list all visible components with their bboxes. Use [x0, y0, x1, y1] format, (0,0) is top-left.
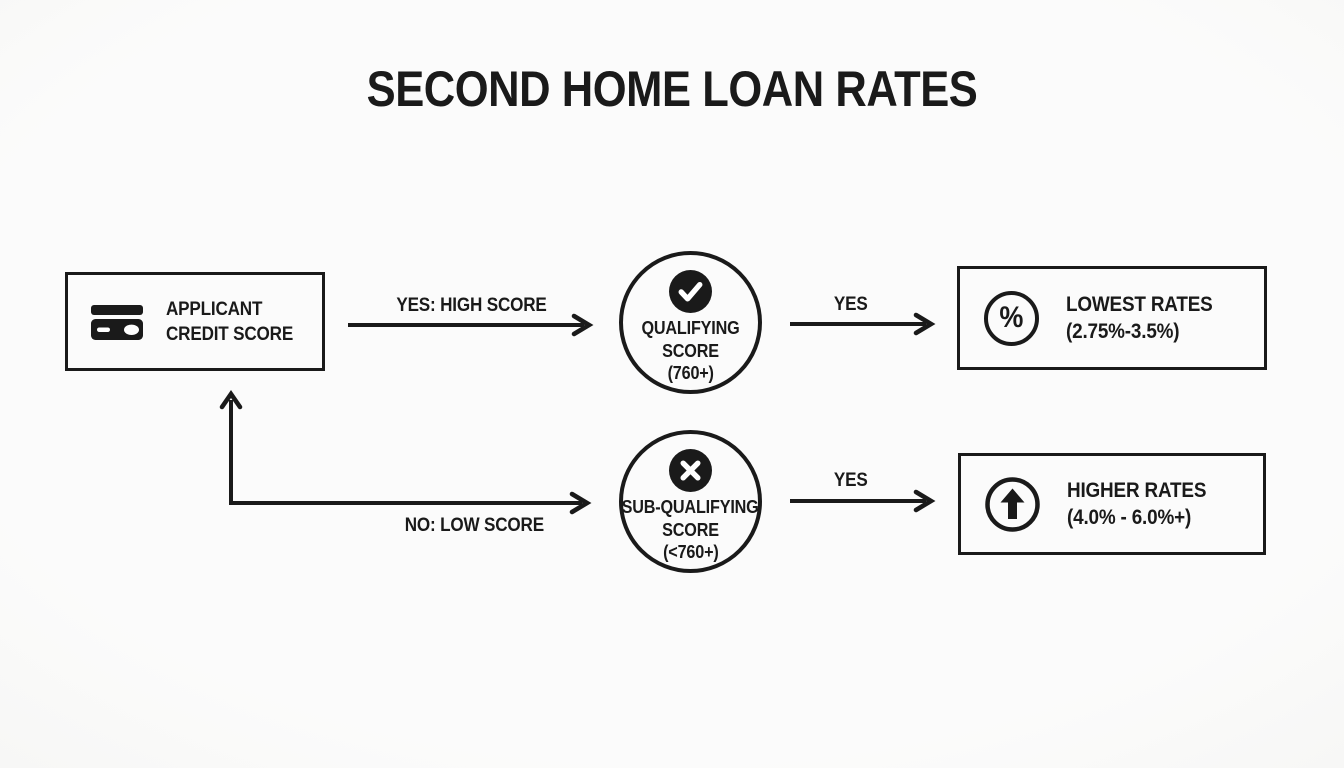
percent-circle-icon: % [984, 290, 1039, 346]
node-label-text: SCORE [662, 340, 719, 361]
node-applicant-credit-score: APPLICANT CREDIT SCORE [65, 272, 325, 371]
arrow-yes-bottom [790, 489, 936, 513]
node-label-line: SCORE [636, 340, 745, 363]
arrow-no-low-score [219, 389, 592, 515]
node-lowest-rates: % LOWEST RATES (2.75%-3.5%) [957, 266, 1267, 370]
node-label-text: (<760+) [662, 542, 719, 562]
node-label-text: CREDIT SCORE [166, 323, 294, 345]
arrow-yes-top [790, 312, 936, 336]
node-label-text: SUB-QUALIFYING [622, 497, 759, 517]
edge-label-yes-bottom: YES [780, 470, 922, 491]
node-label-line: APPLICANT [166, 297, 307, 322]
page-title: SECOND HOME LOAN RATES [0, 62, 1344, 116]
node-label-text: (4.0% - 6.0%+) [1067, 506, 1192, 529]
node-sub-qualifying-score: SUB-QUALIFYING SCORE (<760+) [619, 430, 762, 573]
node-label-line: LOWEST RATES [1066, 291, 1229, 319]
node-label-line: SCORE [614, 519, 766, 542]
edge-label-text: YES [834, 294, 868, 315]
node-label-text: LOWEST RATES [1066, 292, 1213, 316]
edge-label-text: YES: HIGH SCORE [395, 295, 547, 316]
node-label-text: (2.75%-3.5%) [1066, 320, 1180, 343]
edge-label-low-score: NO: LOW SCORE [351, 515, 597, 536]
page-title-text: SECOND HOME LOAN RATES [366, 61, 978, 117]
node-higher-rates: HIGHER RATES (4.0% - 6.0%+) [958, 453, 1266, 555]
node-qualifying-score: QUALIFYING SCORE (760+) [619, 251, 762, 394]
node-label-line: QUALIFYING [636, 317, 745, 340]
edge-label-high-score: YES: HIGH SCORE [348, 295, 594, 316]
edge-label-text: NO: LOW SCORE [404, 515, 544, 536]
node-label-line: SUB-QUALIFYING [614, 496, 766, 519]
node-label-line: (4.0% - 6.0%+) [1067, 504, 1222, 532]
check-circle-icon [669, 270, 712, 313]
arrow-up-circle-icon [985, 476, 1040, 532]
node-label-text: APPLICANT [166, 298, 263, 320]
node-label-text: QUALIFYING [641, 318, 740, 338]
node-label-text: SCORE [662, 519, 719, 540]
edge-label-text: YES [834, 470, 868, 491]
node-label-line: CREDIT SCORE [166, 322, 307, 347]
percent-glyph: % [999, 301, 1024, 334]
node-label-text: (760+) [667, 363, 714, 383]
node-label-line: (<760+) [614, 541, 766, 564]
arrow-high-score [348, 313, 594, 337]
node-label-line: (760+) [636, 362, 745, 385]
credit-card-icon [91, 304, 143, 340]
node-label-text: HIGHER RATES [1067, 478, 1207, 502]
edge-label-yes-top: YES [780, 294, 922, 315]
node-label-line: (2.75%-3.5%) [1066, 318, 1229, 346]
node-label-line: HIGHER RATES [1067, 477, 1222, 505]
x-circle-icon [669, 449, 712, 492]
